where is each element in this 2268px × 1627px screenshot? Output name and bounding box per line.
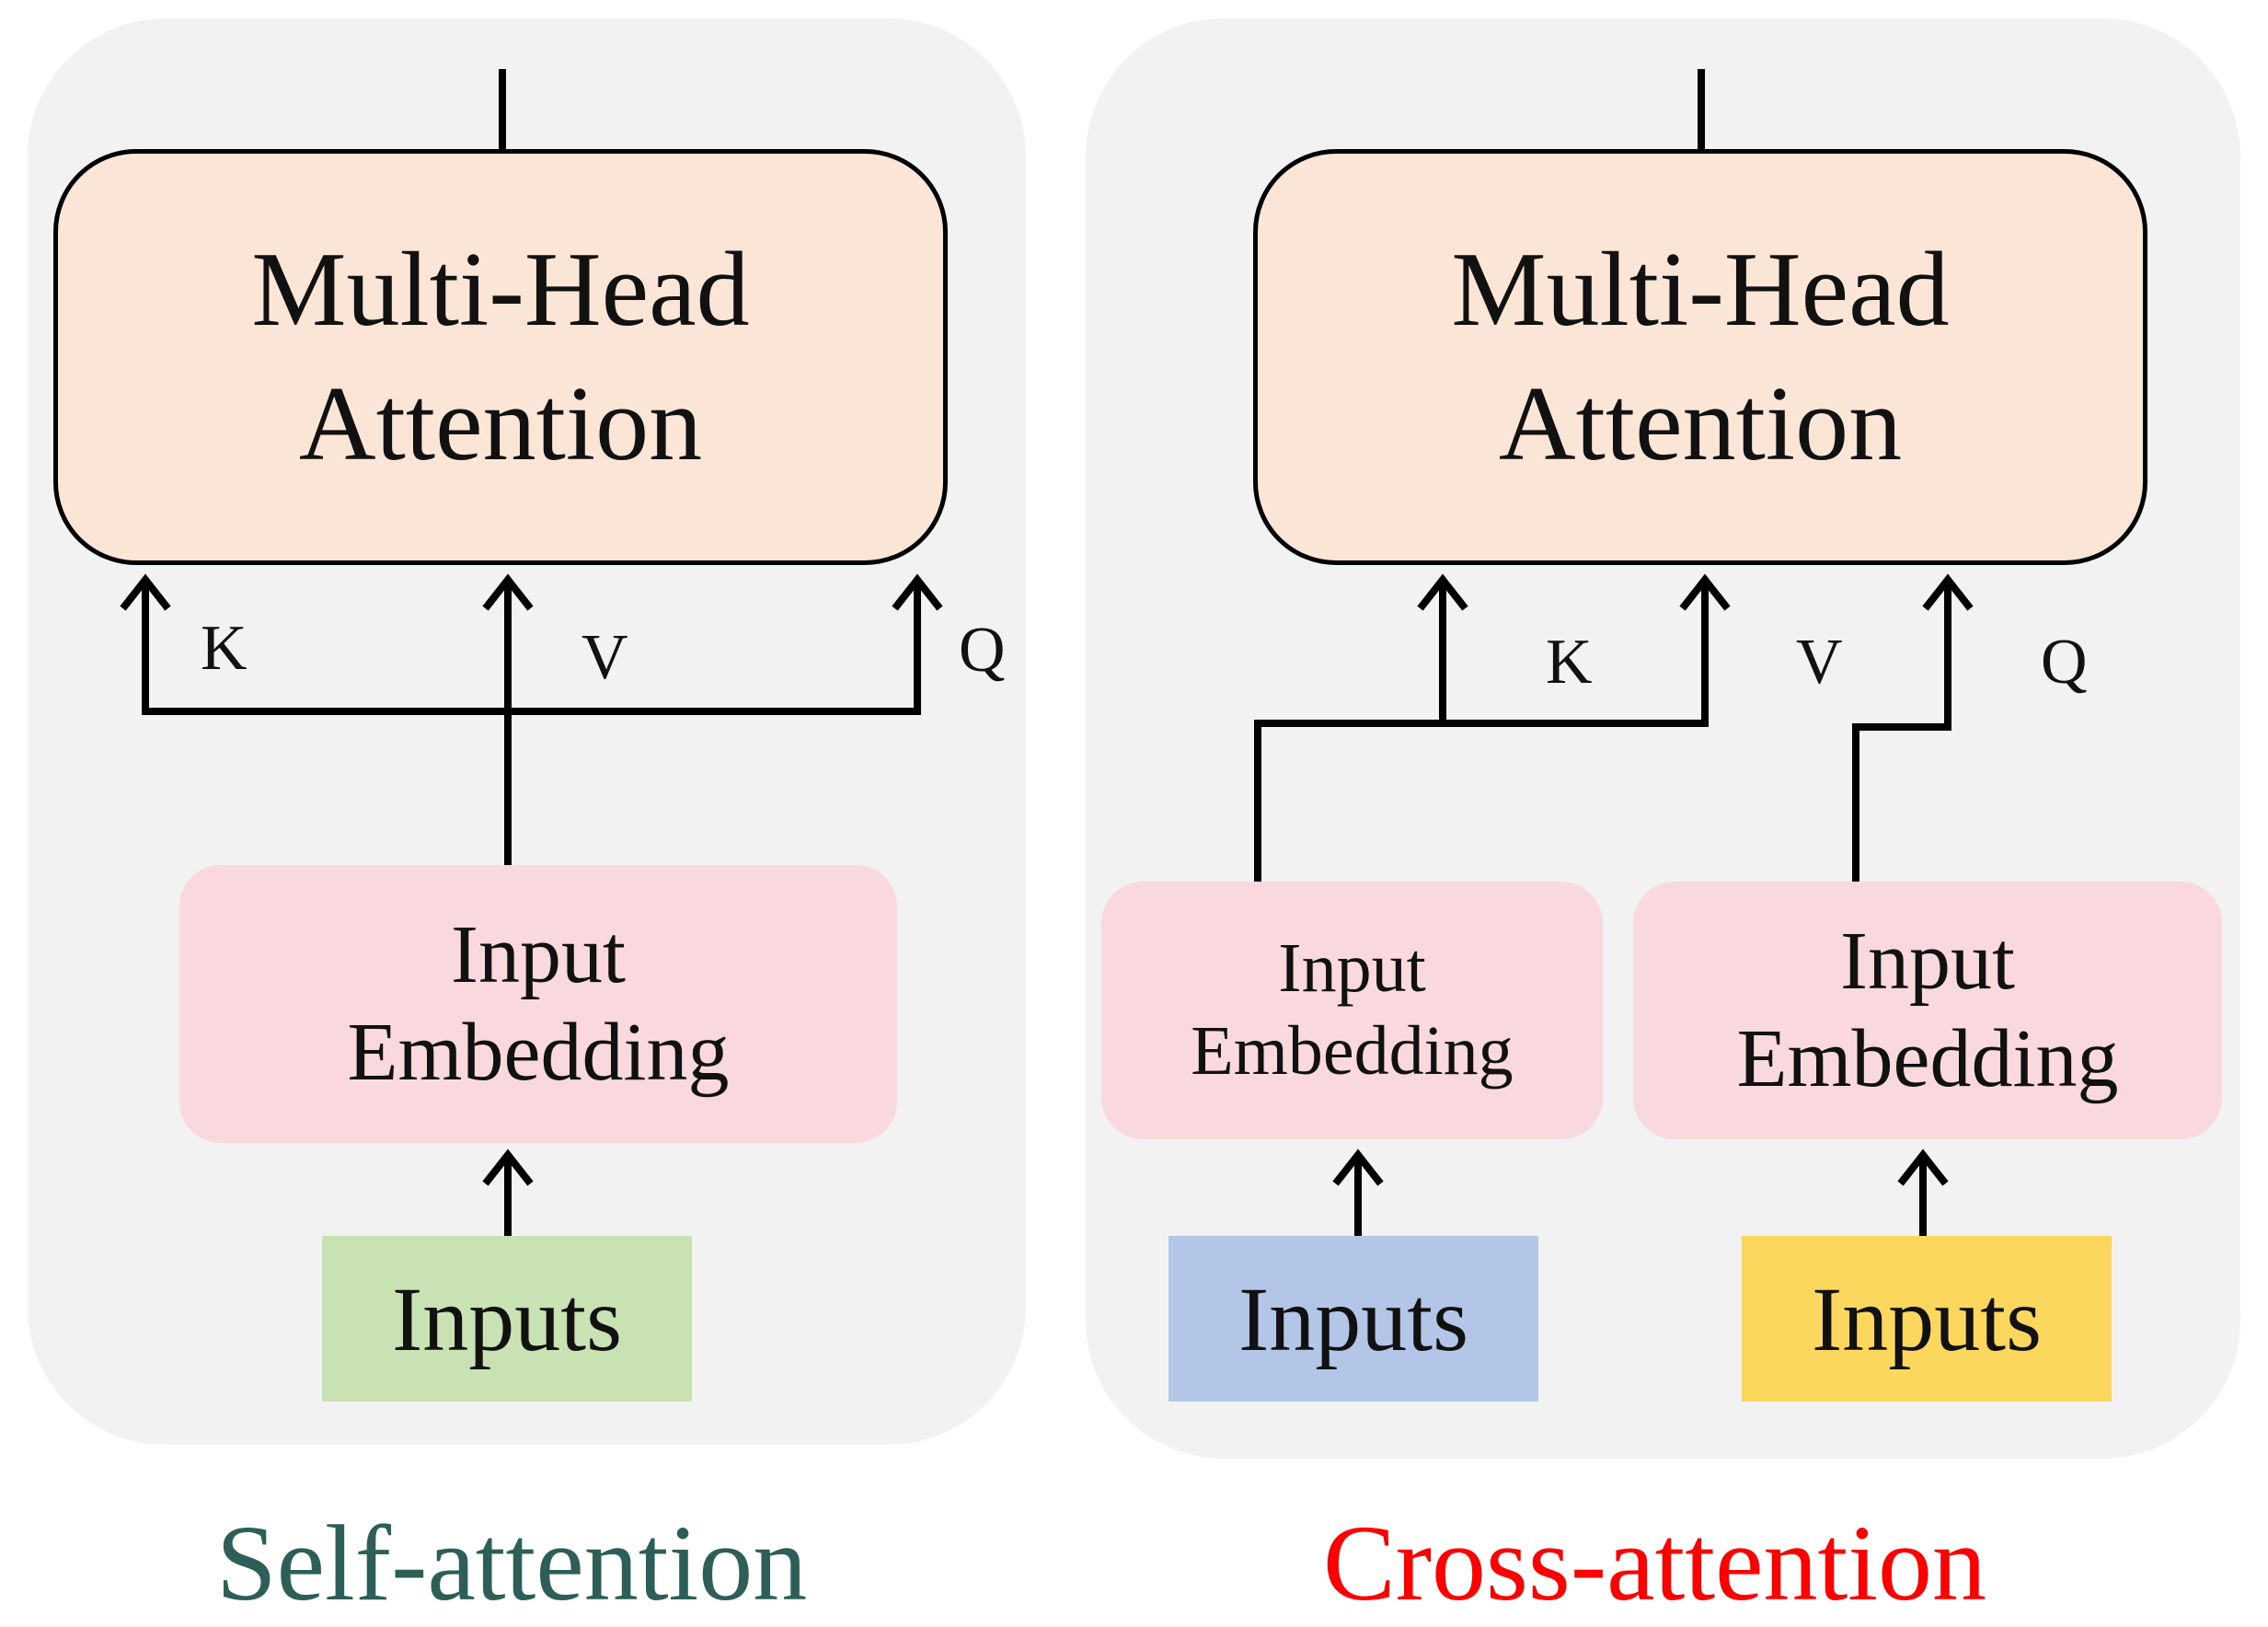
self-v-arrowhead [482, 573, 534, 611]
self-inputs-box: Inputs [322, 1236, 692, 1402]
cross-multi-head-attention-block: Multi-Head Attention [1253, 149, 2147, 565]
self-embedding-line1: Input [451, 908, 626, 1000]
self-v-label: V [581, 622, 628, 693]
cross-k-label: K [1546, 627, 1593, 698]
self-k-label: K [201, 613, 248, 684]
self-embedding-line2: Embedding [347, 1007, 730, 1098]
cross-inputs-left-box: Inputs [1169, 1236, 1538, 1402]
cross-q-arrowhead [1922, 573, 1974, 611]
self-input-arrowhead [482, 1148, 534, 1186]
self-attention-title-line1: Multi-Head [251, 231, 750, 349]
cross-attention-title-line2: Attention [1498, 365, 1903, 483]
cross-v-label: V [1796, 627, 1843, 698]
cross-kv-bus-line [1254, 580, 1709, 882]
self-q-label: Q [959, 615, 1006, 686]
cross-v-arrowhead [1679, 573, 1731, 611]
self-k-arrowhead [120, 573, 171, 611]
cross-embedding-right-line1: Input [1840, 915, 2015, 1007]
cross-input-embedding-right-block: Input Embedding [1633, 882, 2222, 1139]
cross-embedding-left-line2: Embedding [1191, 1012, 1514, 1090]
cross-input-right-arrowhead [1897, 1148, 1949, 1186]
cross-embedding-left-line1: Input [1278, 929, 1426, 1008]
self-attention-title-line2: Attention [298, 365, 703, 483]
cross-q-label: Q [2041, 627, 2088, 698]
cross-inputs-right-label: Inputs [1812, 1267, 2042, 1370]
cross-inputs-left-label: Inputs [1238, 1267, 1468, 1370]
self-q-arrowhead [892, 573, 943, 611]
cross-k-arrowhead [1417, 573, 1468, 611]
cross-input-embedding-left-block: Input Embedding [1101, 882, 1603, 1139]
self-multi-head-attention-block: Multi-Head Attention [53, 149, 948, 565]
self-kq-bus-line [142, 580, 921, 715]
self-inputs-label: Inputs [392, 1267, 622, 1370]
self-input-embedding-block: Input Embedding [179, 865, 897, 1143]
cross-input-left-arrowhead [1332, 1148, 1384, 1186]
cross-attention-title-line1: Multi-Head [1451, 231, 1950, 349]
self-attention-caption: Self-attention [216, 1503, 808, 1623]
cross-attention-caption: Cross-attention [1323, 1503, 1987, 1623]
cross-q-line [1852, 580, 1951, 882]
cross-embedding-right-line2: Embedding [1736, 1013, 2119, 1104]
cross-inputs-right-box: Inputs [1742, 1236, 2112, 1402]
